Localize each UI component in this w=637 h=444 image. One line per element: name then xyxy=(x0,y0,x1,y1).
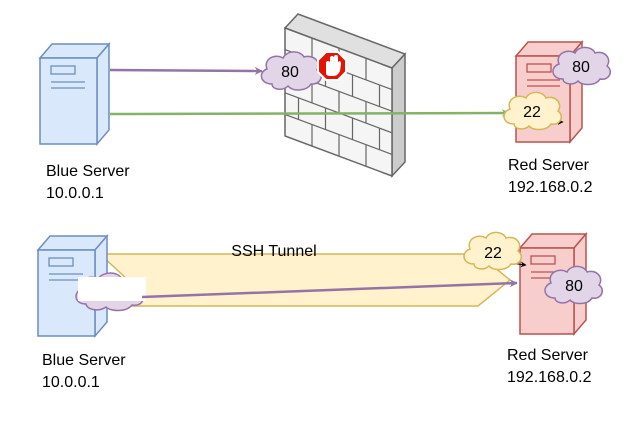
cloud-icon: 80 xyxy=(552,46,611,86)
port-label: 22 xyxy=(484,245,502,262)
red-server-ip: 192.168.0.2 xyxy=(507,369,592,386)
blue-server-name: Blue Server xyxy=(42,352,126,369)
tunnel-label: SSH Tunnel xyxy=(231,243,316,260)
tunneled-http-arrow xyxy=(141,279,518,299)
cloud-icon: 22 xyxy=(463,231,522,271)
server-icon xyxy=(38,41,111,147)
port-label: 80 xyxy=(281,64,299,81)
firewall-icon xyxy=(283,13,407,178)
cloud-icon xyxy=(75,272,146,312)
ssh-allowed-arrow xyxy=(109,109,510,118)
blue-server-ip: 10.0.0.1 xyxy=(46,185,104,202)
red-server-name: Red Server xyxy=(508,157,589,174)
port-label: 80 xyxy=(572,59,590,76)
cloud-icon: 80 xyxy=(544,265,603,305)
cloud-icon: 22 xyxy=(503,91,562,131)
blue-server-ip: 10.0.0.1 xyxy=(42,374,100,391)
cloud-icon: 80 xyxy=(260,51,322,91)
stop-hand-icon xyxy=(317,51,347,81)
blocked-http-arrow xyxy=(109,66,263,75)
ssh-tunnel xyxy=(98,253,512,307)
blue-server-name: Blue Server xyxy=(46,163,130,180)
red-server-ip: 192.168.0.2 xyxy=(508,179,593,196)
port-label: 80 xyxy=(565,278,583,295)
red-server-name: Red Server xyxy=(507,347,588,364)
port-label: 22 xyxy=(523,104,541,121)
